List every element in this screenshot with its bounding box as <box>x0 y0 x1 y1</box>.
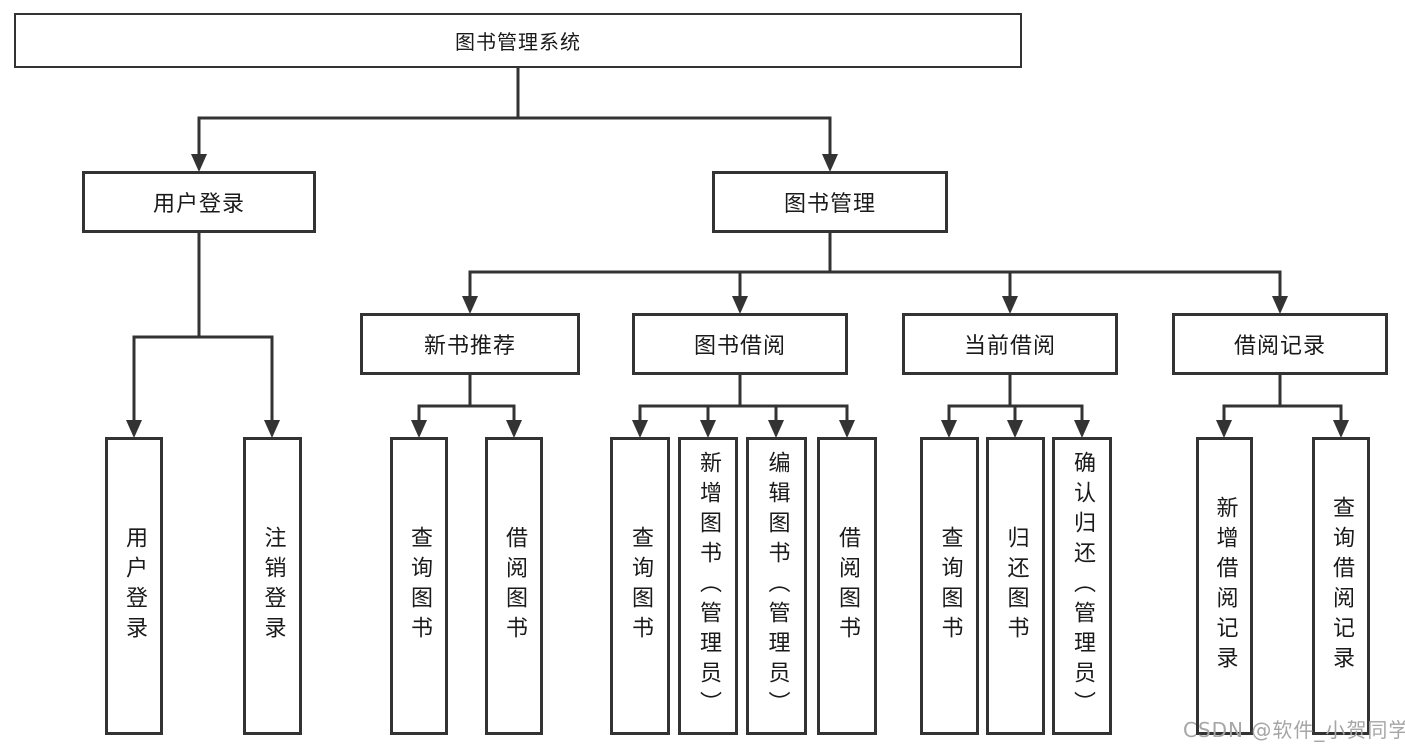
connectors-user-login <box>126 231 280 438</box>
node-library-management-system: 图书管理系统 <box>14 13 1022 68</box>
node-book-borrowing: 图书借阅 <box>632 313 848 375</box>
connectors-borrowing-records <box>1216 373 1349 438</box>
leaf-add-borrow-record: 新增借阅记录 <box>1196 437 1253 735</box>
leaf-return-books: 归还图书 <box>986 437 1045 735</box>
leaf-user-login: 用户登录 <box>105 437 163 735</box>
leaf-query-books-borrowing: 查询图书 <box>610 437 670 735</box>
watermark: CSDN @软件_小贺同学 <box>1183 718 1405 742</box>
connectors-new-book-recommendation <box>411 373 522 438</box>
node-borrowing-records: 借阅记录 <box>1172 313 1388 375</box>
leaf-logout: 注销登录 <box>243 437 302 735</box>
leaf-edit-books-admin: 编辑图书（管理员） <box>746 437 807 735</box>
leaf-add-books-admin: 新增图书（管理员） <box>678 437 738 735</box>
leaf-query-books-recommend: 查询图书 <box>390 437 448 735</box>
connectors-root <box>191 66 838 172</box>
leaf-query-borrow-record: 查询借阅记录 <box>1312 437 1370 735</box>
connectors-book-management <box>462 231 1288 314</box>
leaf-borrow-books-recommend: 借阅图书 <box>485 437 543 735</box>
connectors-book-borrowing <box>632 373 855 438</box>
node-book-management: 图书管理 <box>712 171 948 233</box>
node-new-book-recommendation: 新书推荐 <box>360 313 580 375</box>
node-current-borrowing: 当前借阅 <box>902 313 1118 375</box>
connectors-current-borrowing <box>941 373 1090 438</box>
node-user-login: 用户登录 <box>82 171 316 233</box>
leaf-confirm-return-admin: 确认归还（管理员） <box>1052 437 1112 735</box>
leaf-borrow-books: 借阅图书 <box>817 437 877 735</box>
leaf-query-books-current: 查询图书 <box>920 437 979 735</box>
